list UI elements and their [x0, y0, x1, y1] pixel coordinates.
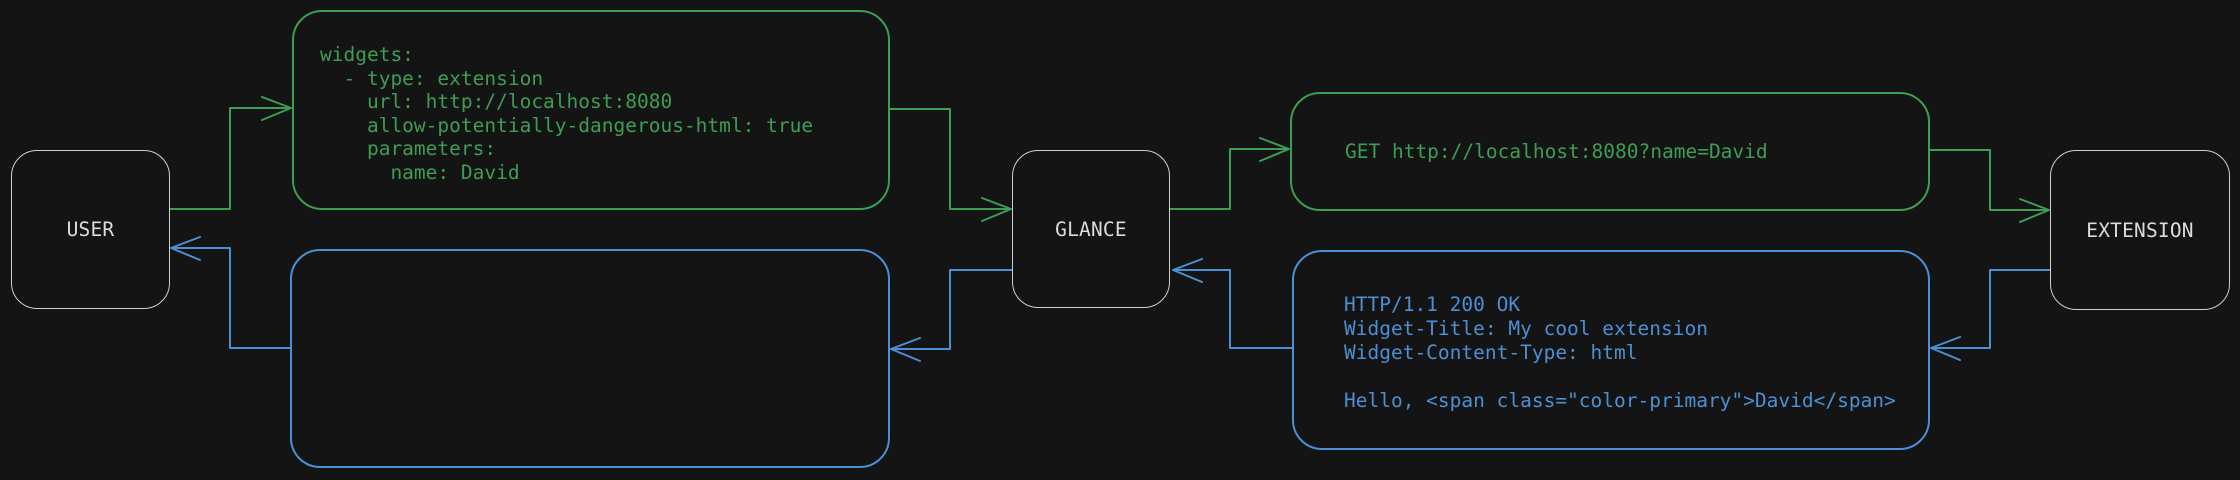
http-request-box: GET http://localhost:8080?name=David: [1290, 92, 1930, 211]
arrow-config-to-glance: [889, 108, 1012, 222]
arrow-request-to-extension: [1929, 149, 2050, 223]
arrow-user-to-config: [169, 96, 292, 210]
extension-node: EXTENSION: [2050, 150, 2230, 310]
extension-node-label: EXTENSION: [2086, 218, 2194, 242]
user-node-label: USER: [66, 218, 115, 241]
arrow-widget-to-user: [170, 236, 291, 349]
arrow-response-to-glance: [1172, 258, 1293, 349]
arrow-glance-to-widget: [890, 269, 1013, 362]
arrow-extension-to-response: [1930, 269, 2051, 361]
yaml-config-box: widgets: - type: extension url: http://l…: [292, 10, 890, 210]
yaml-config-code: widgets: - type: extension url: http://l…: [320, 43, 814, 184]
glance-node-label: GLANCE: [1055, 217, 1127, 241]
http-request-code: GET http://localhost:8080?name=David: [1345, 140, 1768, 163]
http-response-box: HTTP/1.1 200 OK Widget-Title: My cool ex…: [1292, 250, 1930, 450]
glance-node: GLANCE: [1012, 150, 1170, 308]
widget-preview-box: MY COOL EXTENSION Hello, David: [290, 249, 890, 468]
user-node: USER: [11, 150, 170, 309]
arrow-glance-to-request: [1169, 137, 1290, 210]
http-response-code: HTTP/1.1 200 OK Widget-Title: My cool ex…: [1344, 293, 1896, 412]
